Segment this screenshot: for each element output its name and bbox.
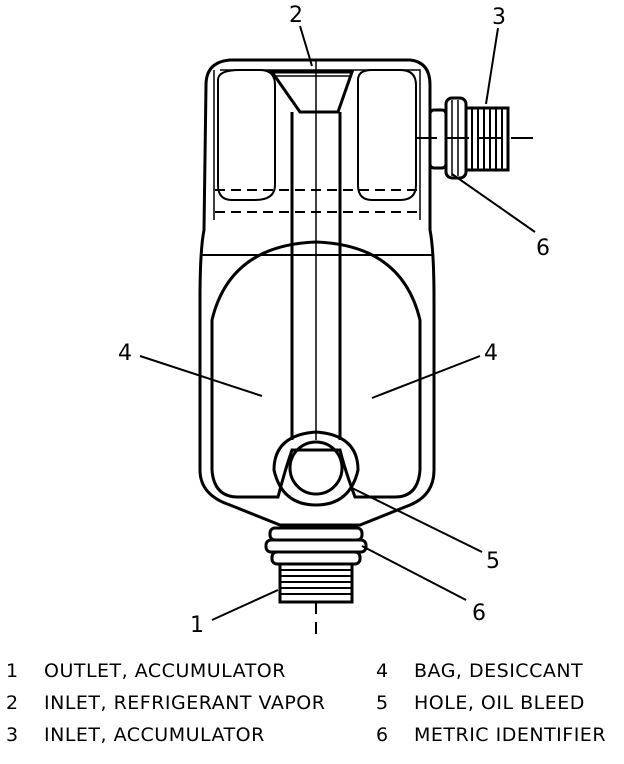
legend-item: 5 HOLE, OIL BLEED (376, 692, 585, 724)
legend-number: 2 (6, 692, 19, 714)
desiccant-bag (210, 240, 422, 499)
accumulator-body (198, 58, 436, 527)
upper-chambers (215, 69, 420, 213)
legend-item: 3 INLET, ACCUMULATOR (6, 724, 265, 756)
callout-6-bottom: 6 (472, 601, 486, 626)
legend-text: INLET, REFRIGERANT VAPOR (44, 692, 326, 714)
legend-text: INLET, ACCUMULATOR (44, 724, 265, 746)
legend-number: 5 (376, 692, 389, 714)
callout-2: 2 (289, 3, 303, 28)
standpipe (269, 60, 355, 440)
bottom-outlet-fitting (264, 526, 368, 634)
legend-text: BAG, DESICCANT (414, 660, 584, 682)
legend: 1 OUTLET, ACCUMULATOR 2 INLET, REFRIGERANT… (0, 660, 624, 764)
callout-1: 1 (190, 613, 204, 638)
callout-3: 3 (492, 5, 506, 30)
legend-number: 1 (6, 660, 19, 682)
callout-4-left: 4 (118, 341, 132, 366)
legend-item: 4 BAG, DESICCANT (376, 660, 583, 692)
legend-item: 6 METRIC IDENTIFIER (376, 724, 606, 756)
leader-lines (139, 25, 536, 621)
legend-text: OUTLET, ACCUMULATOR (44, 660, 286, 682)
legend-text: HOLE, OIL BLEED (414, 692, 585, 714)
legend-number: 6 (376, 724, 389, 746)
legend-item: 1 OUTLET, ACCUMULATOR (6, 660, 286, 692)
legend-item: 2 INLET, REFRIGERANT VAPOR (6, 692, 325, 724)
legend-text: METRIC IDENTIFIER (414, 724, 607, 746)
accumulator-diagram: 2 3 6 4 4 5 1 6 (118, 3, 550, 638)
legend-number: 3 (6, 724, 19, 746)
oil-bleed-hole (272, 430, 360, 507)
callout-4-right: 4 (484, 341, 498, 366)
legend-number: 4 (376, 660, 389, 682)
side-inlet-fitting (415, 96, 540, 180)
callout-6-side: 6 (536, 236, 550, 261)
callout-5: 5 (486, 549, 500, 574)
